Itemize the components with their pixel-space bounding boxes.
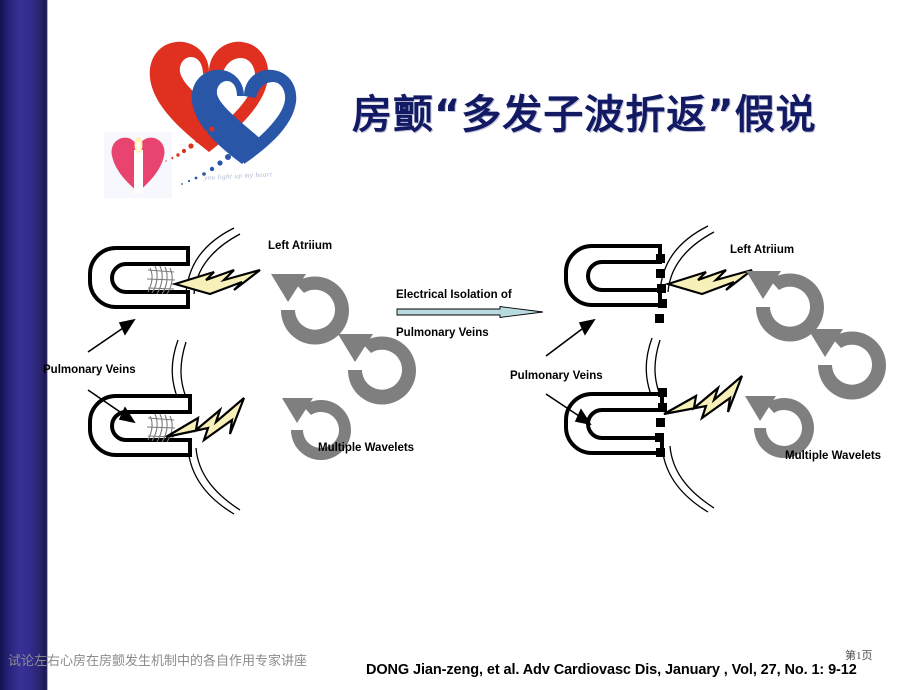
- ablation-dotted-line-upper: [655, 254, 667, 323]
- footer-page-number: 第1页: [845, 650, 873, 662]
- hearts-logo-icon: [104, 41, 297, 198]
- left-gradient-bar: [0, 0, 48, 690]
- pulmonary-vein-upper: [564, 244, 662, 307]
- pointer-line-lower: [545, 393, 583, 419]
- halftone-dots-blue: [181, 142, 247, 185]
- page-title: 房颤“多发子波折返”假说: [352, 92, 817, 138]
- label-left-atrium: Left Atriium: [268, 240, 333, 252]
- pointer-head-upper: [578, 318, 596, 336]
- pointer-line-upper: [545, 325, 587, 357]
- pointer-head-lower: [574, 408, 592, 426]
- footer-citation: DONG Jian-zeng, et al. Adv Cardiovasc Di…: [366, 662, 857, 678]
- wavelet-arrow-2: [338, 334, 416, 405]
- pointer-line-lower: [87, 389, 127, 417]
- pointer-arrows-left: [87, 318, 136, 424]
- lightning-bolt-upper: [171, 268, 261, 296]
- isolation-line-1: Electrical Isolation of: [396, 289, 512, 301]
- wavelet-arrow-1: [271, 274, 349, 345]
- candle-heart-icon: [104, 132, 172, 198]
- atrium-diagram-right: [564, 225, 886, 513]
- lightning-bolt-lower: [663, 375, 744, 421]
- pulmonary-vein-lower: [564, 392, 664, 455]
- ectopic-focus-hatch-upper: [146, 265, 176, 295]
- footer-source-note: 试论左右心房在房颤发生机制中的各自作用专家讲座: [8, 653, 308, 668]
- wavelet-arrow-2: [808, 329, 886, 400]
- wavelet-arrow-1: [746, 271, 824, 342]
- blue-heart-shape: [191, 69, 265, 164]
- ablation-dotted-line-lower: [655, 388, 667, 457]
- lightning-bolt-upper: [664, 268, 753, 296]
- blue-heart-shape-right: [244, 69, 297, 164]
- pointer-head-lower: [118, 406, 136, 424]
- right-arrow-icon: [396, 305, 544, 319]
- label-multiple-wavelets: Multiple Wavelets: [785, 450, 882, 462]
- isolation-line-2: Pulmonary Veins: [396, 327, 489, 339]
- atrium-diagram-left: [88, 227, 416, 515]
- lightning-bolt-lower: [165, 397, 246, 443]
- pointer-arrows-right: [545, 318, 596, 426]
- wavelet-arrow-3: [282, 398, 351, 461]
- electrical-isolation-annotation: Electrical Isolation of Pulmonary Veins: [396, 288, 546, 340]
- candle-flame-core: [136, 141, 141, 151]
- diagram-after-isolation: Left Atriium Pulmonary Veins Multiple Wa…: [510, 222, 920, 522]
- diagram-before-isolation: Left Atriium Pulmonary Veins Multiple Wa…: [38, 222, 438, 522]
- label-multiple-wavelets: Multiple Wavelets: [318, 442, 415, 454]
- pointer-line-upper: [87, 325, 127, 353]
- label-left-atrium: Left Atriium: [730, 244, 795, 256]
- wavelet-arrow-3: [745, 396, 814, 459]
- label-pulmonary-veins: Pulmonary Veins: [43, 364, 136, 376]
- logo: you light up my heart: [96, 24, 326, 209]
- pointer-head-upper: [118, 318, 136, 336]
- ectopic-focus-hatch-lower: [146, 413, 176, 443]
- label-pulmonary-veins: Pulmonary Veins: [510, 370, 603, 382]
- isolation-arrow: [396, 305, 546, 323]
- candle-body: [134, 150, 143, 194]
- pulmonary-vein-lower: [88, 394, 192, 457]
